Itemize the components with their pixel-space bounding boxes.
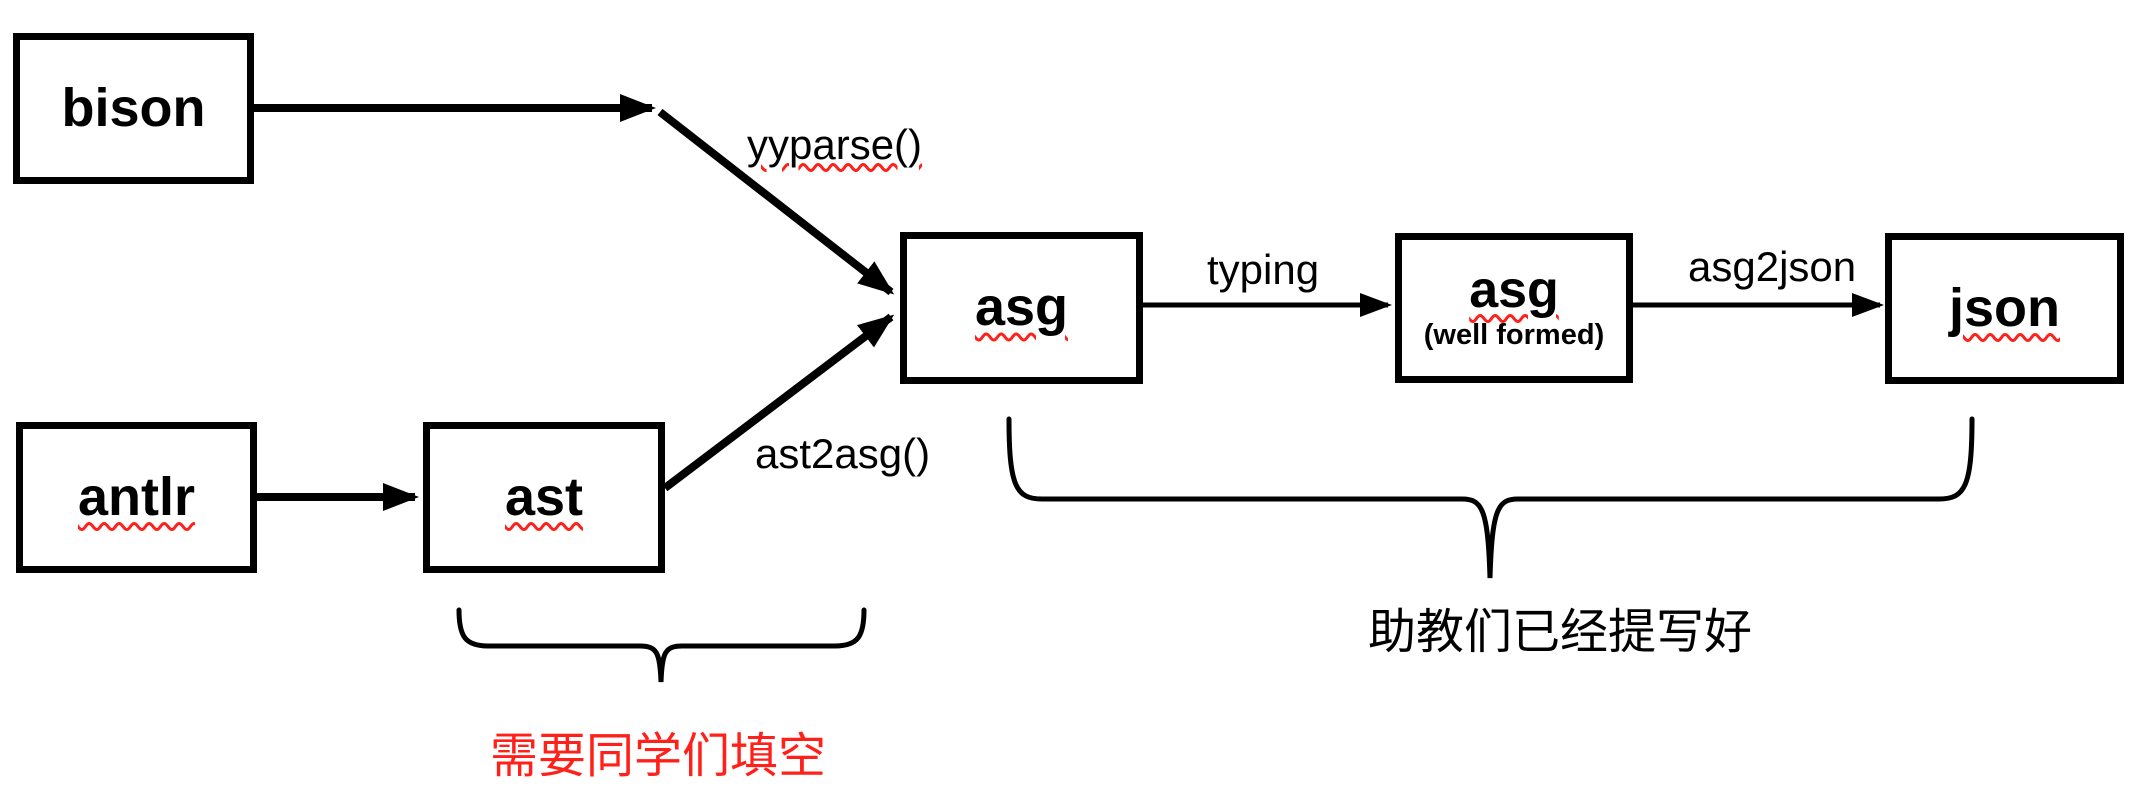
node-ast: ast	[423, 422, 665, 573]
edge-label-ast2asg: ast2asg()	[755, 430, 931, 477]
node-antlr-label: antlr	[77, 466, 196, 527]
node-asg-well-formed: asg (well formed)	[1395, 233, 1633, 383]
annotation-tas-already-written: 助教们已经提写好	[1368, 606, 1753, 659]
brace-students	[456, 607, 867, 683]
edge-label-yyparse: yyparse()	[747, 124, 922, 166]
edge-label-yyparse-text: yyparse()	[747, 121, 923, 168]
node-json: json	[1885, 233, 2124, 384]
node-asg: asg	[900, 232, 1143, 384]
node-bison-label: bison	[61, 77, 206, 138]
node-bison: bison	[13, 33, 254, 184]
node-asg-label: asg	[974, 277, 1069, 338]
brace-tas	[1006, 416, 1975, 579]
arrow-ast2asg-to-asg	[662, 313, 895, 492]
edge-label-typing: typing	[1207, 246, 1320, 293]
node-asg-well-formed-sublabel: (well formed)	[1423, 319, 1605, 352]
arrow-yyparse-to-asg	[657, 108, 895, 296]
node-json-label: json	[1948, 277, 2060, 338]
node-ast-label: ast	[504, 466, 584, 527]
annotation-students-fill-in: 需要同学们填空	[490, 730, 827, 783]
edge-label-asg2json: asg2json	[1688, 243, 1857, 290]
node-asg-well-formed-label: asg	[1469, 261, 1559, 320]
node-antlr: antlr	[16, 422, 257, 573]
